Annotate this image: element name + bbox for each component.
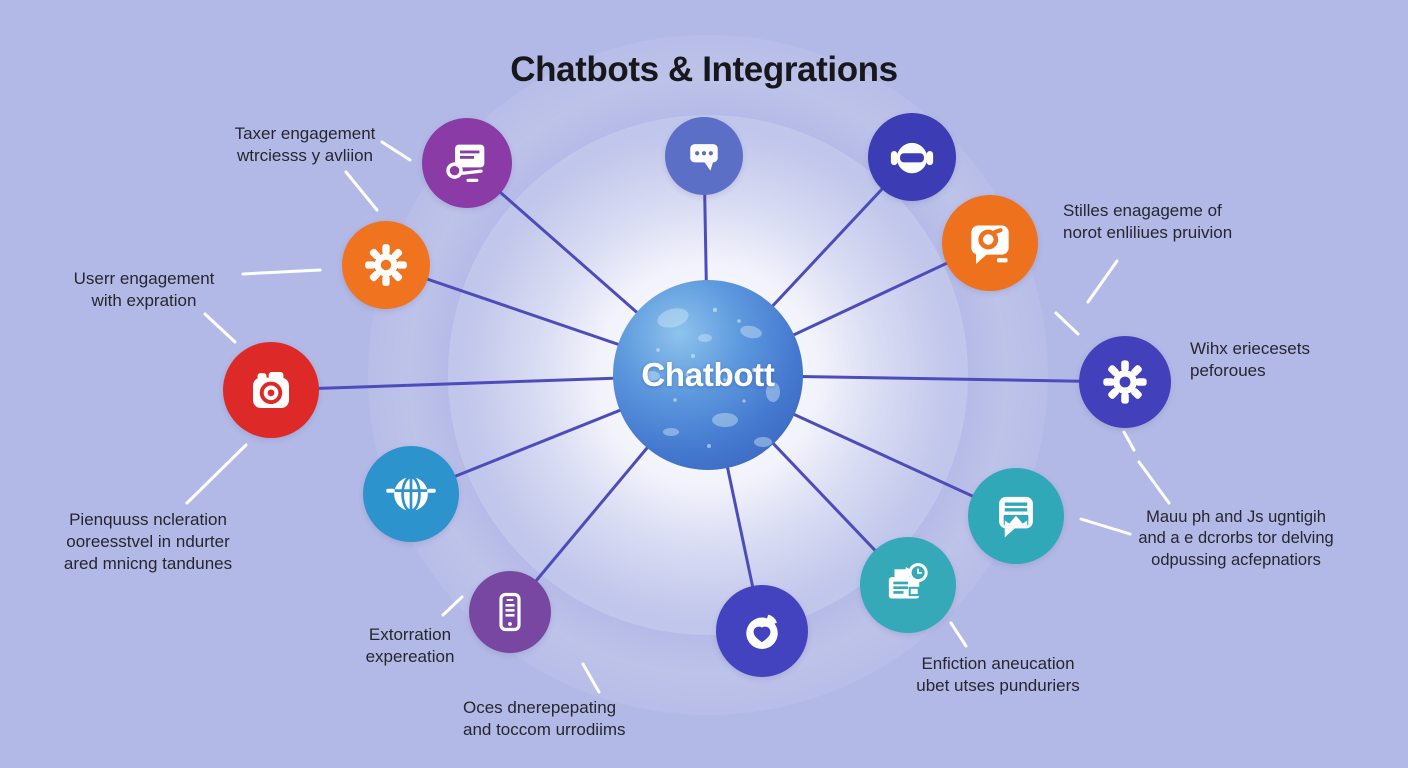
node-smartphone <box>469 571 551 653</box>
chat-crown-icon <box>999 496 1033 538</box>
gear-icon <box>365 244 407 286</box>
camera-icon <box>253 372 289 408</box>
label-extorration: Extorration expereation <box>365 625 455 667</box>
gear-icon <box>1103 360 1147 404</box>
node-document-signature <box>422 118 512 208</box>
node-fax-clock <box>860 537 956 633</box>
node-chat-dots <box>665 117 743 195</box>
label-pienquss: Pienquuss ncleration ooreesstvel in ndur… <box>63 510 233 574</box>
document-signature-icon <box>446 144 485 182</box>
globe-icon <box>386 475 436 513</box>
chat-search-icon <box>971 225 1009 264</box>
node-chat-swirl <box>716 585 808 677</box>
central-hub-sphere: Chatbott <box>613 280 803 470</box>
node-camera <box>223 342 319 438</box>
chat-swirl-icon <box>746 614 778 649</box>
hub-label: Chatbott <box>641 356 775 393</box>
node-chat-crown <box>968 468 1064 564</box>
node-globe <box>363 446 459 542</box>
bot-headset-icon <box>890 136 934 174</box>
smartphone-icon <box>499 592 521 632</box>
label-taxer-engagement: Taxer engagement wtrciesss y avliion <box>234 124 376 166</box>
label-leader-lines <box>185 140 1171 694</box>
label-user-engagement: Userr engagement with expration <box>73 269 215 311</box>
page-title: Chatbots & Integrations <box>510 50 898 90</box>
label-stilles: Stilles enagageme of norot enliliues pru… <box>1063 201 1233 243</box>
chat-dots-icon <box>690 144 718 171</box>
sphere-graphic <box>613 280 803 470</box>
label-enfiction: Enfiction aneucation ubet utses pundurie… <box>916 654 1080 696</box>
node-chat-search <box>942 195 1038 291</box>
label-wihx: Wihx eriecesets peforoues <box>1190 339 1310 381</box>
label-mauu: Mauu ph and Js ugntigih and a e dcrorbs … <box>1138 508 1334 569</box>
fax-clock-icon <box>888 563 928 599</box>
node-gear-right <box>1079 336 1171 428</box>
node-bot-headset <box>868 113 956 201</box>
node-gear-left <box>342 221 430 309</box>
label-oces: Oces dnerepepating and toccom urrodiims <box>463 698 626 740</box>
